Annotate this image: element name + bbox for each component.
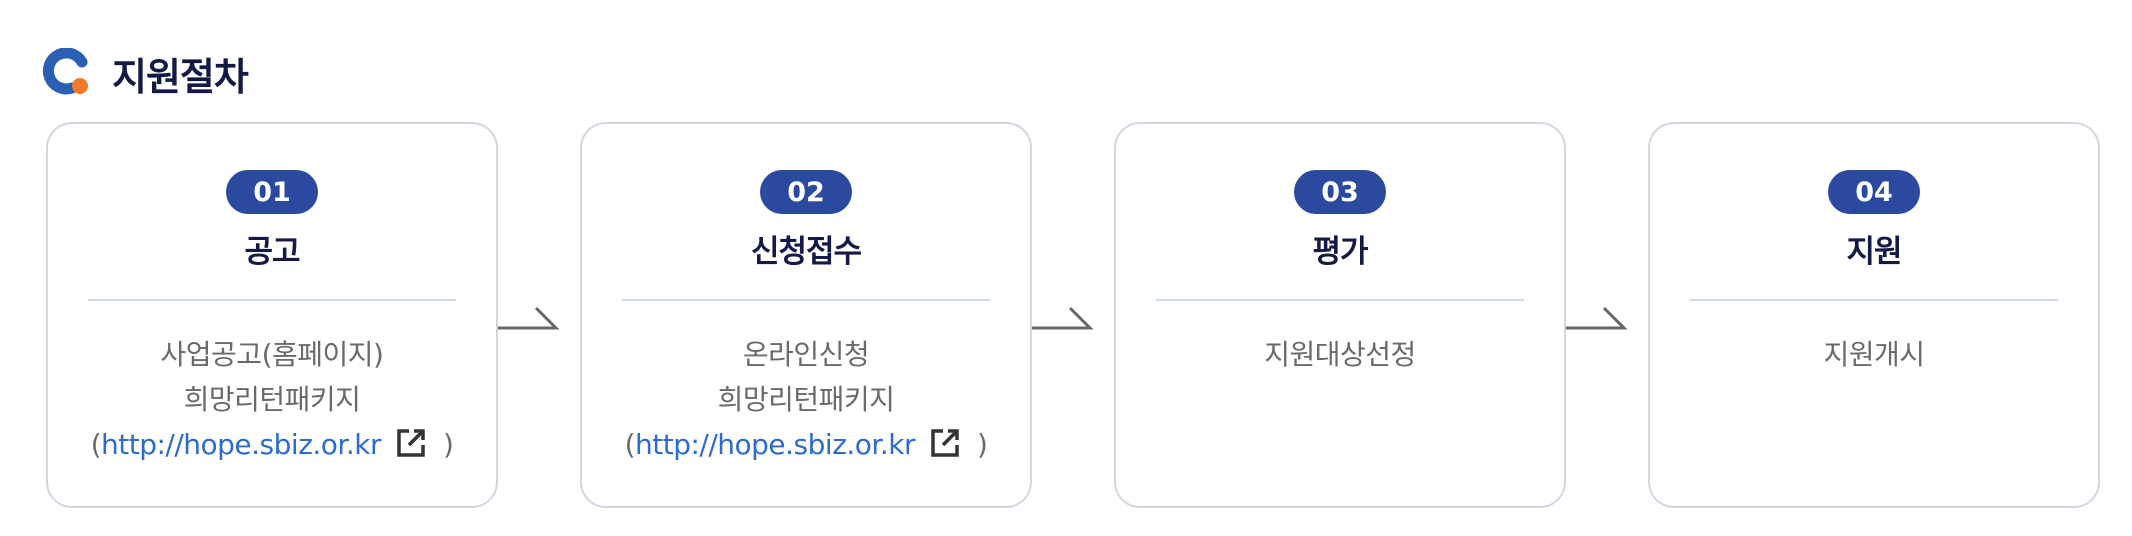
step-divider — [1690, 299, 2058, 301]
step-arrow-icon — [498, 306, 560, 330]
step-desc-line: 지원개시 — [1823, 338, 1925, 371]
section-header: 지원절차 — [42, 48, 249, 99]
step-title: 평가 — [1312, 234, 1368, 270]
step-desc-line: 희망리턴패키지 — [183, 383, 361, 416]
section-logo-icon — [42, 48, 88, 95]
step-desc-line: 지원대상선정 — [1264, 338, 1416, 371]
homepage-link[interactable]: http://hope.sbiz.or.kr — [101, 428, 382, 461]
step-card-4: 04 지원 지원개시 — [1648, 122, 2100, 508]
homepage-link[interactable]: http://hope.sbiz.or.kr — [635, 428, 916, 461]
step-link-line: (http://hope.sbiz.or.kr ) — [582, 422, 1030, 467]
step-divider — [1156, 299, 1524, 301]
step-desc-line: 온라인신청 — [742, 338, 870, 371]
step-divider — [622, 299, 990, 301]
step-card-3: 03 평가 지원대상선정 — [1114, 122, 1566, 508]
step-title: 공고 — [244, 234, 300, 270]
step-number-badge: 01 — [226, 170, 318, 214]
section-title: 지원절차 — [112, 54, 249, 99]
close-paren: ) — [977, 428, 988, 461]
step-card-1: 01 공고 사업공고(홈페이지) 희망리턴패키지 (http://hope.sb… — [46, 122, 498, 508]
step-divider — [88, 299, 456, 301]
step-title: 신청접수 — [750, 234, 862, 270]
step-description: 지원대상선정 — [1116, 332, 1564, 377]
step-description: 온라인신청 희망리턴패키지 (http://hope.sbiz.or.kr ) — [582, 332, 1030, 467]
step-desc-line: 희망리턴패키지 — [717, 383, 895, 416]
open-paren: ( — [90, 428, 102, 461]
step-arrow-icon — [1032, 306, 1094, 330]
step-desc-line: 사업공고(홈페이지) — [160, 338, 384, 371]
external-link-icon[interactable] — [929, 427, 961, 459]
step-number-badge: 03 — [1294, 170, 1386, 214]
step-description: 지원개시 — [1650, 332, 2098, 377]
step-description: 사업공고(홈페이지) 희망리턴패키지 (http://hope.sbiz.or.… — [48, 332, 496, 467]
step-card-2: 02 신청접수 온라인신청 희망리턴패키지 (http://hope.sbiz.… — [580, 122, 1032, 508]
step-arrow-icon — [1566, 306, 1628, 330]
step-link-line: (http://hope.sbiz.or.kr ) — [48, 422, 496, 467]
external-link-icon[interactable] — [395, 427, 427, 459]
close-paren: ) — [443, 428, 454, 461]
step-number-badge: 04 — [1828, 170, 1920, 214]
open-paren: ( — [624, 428, 636, 461]
step-number-badge: 02 — [760, 170, 852, 214]
step-title: 지원 — [1846, 234, 1902, 270]
